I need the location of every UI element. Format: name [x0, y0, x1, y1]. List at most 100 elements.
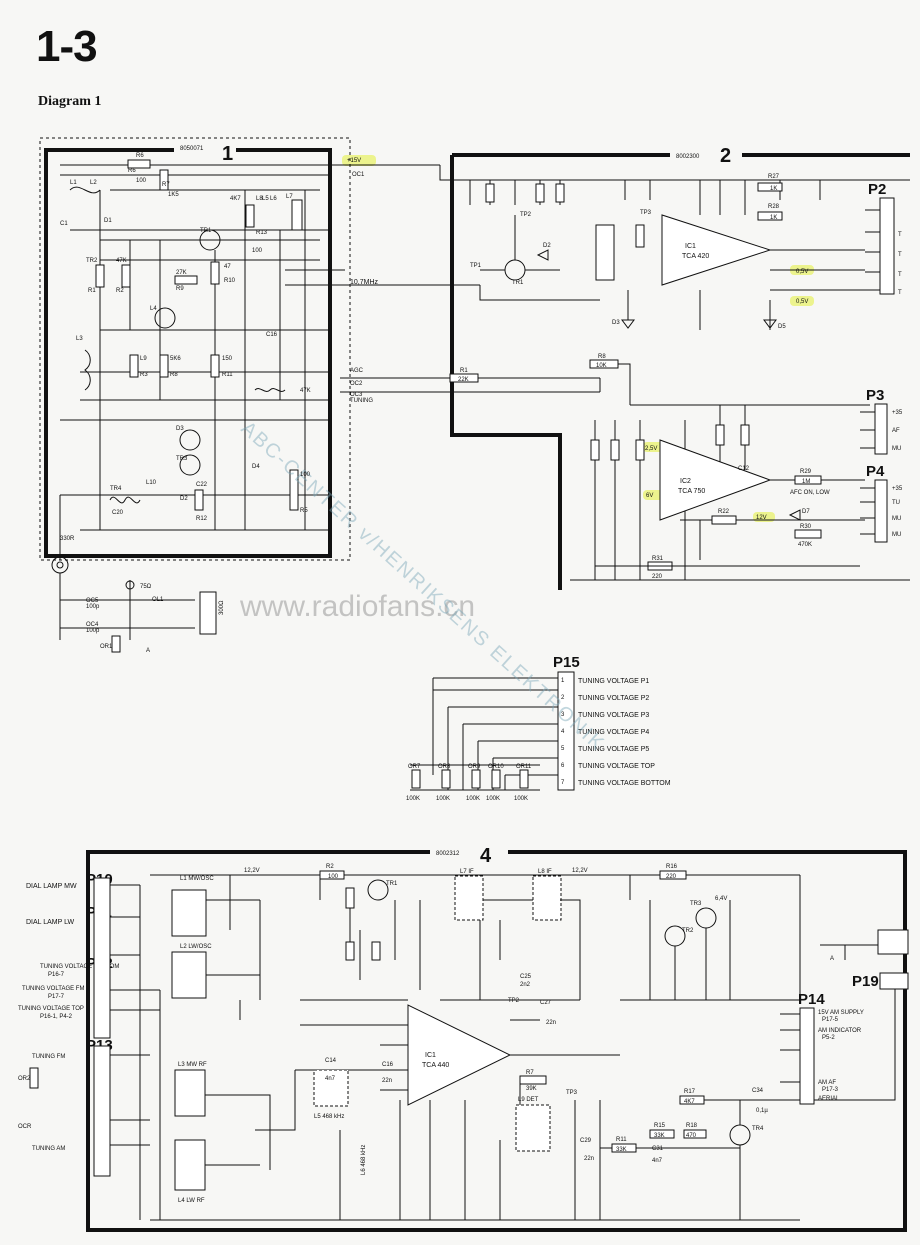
coil-l3-mw-rf: [174, 1069, 206, 1117]
p14-label-2: P17-5: [822, 1017, 839, 1023]
coil-l9-det: [515, 1104, 551, 1152]
d7-label: D7: [802, 509, 810, 515]
r8-value: 10K: [596, 363, 607, 369]
page-number: 1-3: [36, 22, 98, 71]
r16-value: 220: [666, 874, 677, 880]
transistor-tr1: [199, 229, 221, 251]
p2-pin: T: [898, 290, 902, 296]
r2-label: R2: [326, 864, 334, 870]
board-1-part-label: C1: [60, 221, 68, 227]
oc3-label: OC3: [350, 392, 363, 398]
resistor-r22: [711, 515, 737, 525]
tr1-label: TR1: [512, 280, 524, 286]
p15-pin-number: 5: [561, 746, 565, 752]
resistor-r7: [519, 1075, 547, 1085]
board-1-part-label: 47K: [116, 258, 127, 264]
p14-label-5: AM AF: [818, 1080, 836, 1086]
ol1-label: OL1: [152, 597, 164, 603]
highlight-supply: [342, 155, 376, 166]
tr1-label: TR1: [386, 881, 398, 887]
p15-pin-label: TUNING VOLTAGE P4: [578, 729, 649, 736]
board-1-part-label: D4: [252, 464, 260, 470]
resistor-r4: [485, 183, 495, 203]
r2-value: 100: [328, 874, 339, 880]
board-1-part-label: R10: [224, 278, 236, 284]
connector-p2: P2 T T T T: [865, 181, 902, 296]
resistor-or11: [519, 769, 529, 789]
board-2-code: 8002300: [676, 154, 700, 160]
p15-pin-label: TUNING VOLTAGE TOP: [578, 763, 655, 770]
resistor-r21: [715, 424, 725, 446]
board-1-part-label: TR3: [176, 456, 188, 462]
p15-pin-label: TUNING VOLTAGE P5: [578, 746, 649, 753]
resistor-r4: [345, 941, 355, 961]
afc-label: AFC ON, LOW: [790, 490, 830, 496]
resistor-r3: [345, 887, 355, 909]
p15-pin-number: 3: [561, 712, 565, 718]
tr4-label: TR4: [752, 1126, 764, 1132]
board-1-part-label: D2: [180, 496, 188, 502]
oc4-value: 100p: [86, 628, 100, 634]
p19-label: P19: [852, 973, 879, 990]
board-1-code: 8050071: [180, 146, 204, 152]
inductor-l3: [84, 349, 91, 391]
resistor-or10: [491, 769, 501, 789]
r11-value: 33K: [616, 1147, 627, 1153]
c31-label: C31: [652, 1146, 664, 1152]
board-1-part-label: 4K7: [230, 196, 241, 202]
p15-pin-label: TUNING VOLTAGE P3: [578, 712, 649, 719]
p15-pin-label: TUNING VOLTAGE BOTTOM: [578, 780, 671, 787]
ohm75-label: 75Ω: [140, 584, 152, 590]
resistor-r18: [683, 1129, 707, 1139]
l6-label: L6 468 kHz: [361, 1145, 367, 1175]
ic1-label: IC1: [425, 1052, 436, 1059]
p4-body: [874, 479, 888, 543]
transistor-tr3: [695, 907, 717, 929]
if-frequency: 10,7MHz: [350, 279, 379, 286]
resistor-or2: [29, 1067, 39, 1089]
p3-pin: MU: [892, 446, 901, 452]
ic1-label: IC1: [685, 243, 696, 250]
diode-d5: [763, 319, 777, 329]
d5-label: D5: [778, 324, 786, 330]
transistor-tr1: [367, 879, 389, 901]
inductor-l9: [254, 388, 286, 392]
r30-label: R30: [800, 524, 812, 530]
r7-label: R7: [526, 1070, 534, 1076]
resistor-r12: [194, 489, 204, 511]
board-4: 8002312 4: [86, 845, 907, 1232]
board-1-part-label: C20: [112, 510, 124, 516]
l4-label: L4 LW RF: [178, 1198, 205, 1204]
p13-body: [93, 1045, 111, 1177]
inductor-l8: [291, 199, 303, 231]
r27-label: R27: [768, 174, 780, 180]
connector-p19: P19 A: [820, 929, 909, 990]
resistor-r13: [245, 204, 255, 228]
p14-label-6: P17-3: [822, 1087, 839, 1093]
aerial-point-a: A: [830, 956, 834, 962]
p4-label: P4: [866, 463, 885, 480]
watermark: www.radiofans.cn: [239, 590, 475, 623]
resistor-r17: [679, 1095, 705, 1105]
resistor-r1: [449, 373, 479, 383]
v64: 6,4V: [715, 896, 727, 902]
tv-top-label: TUNING VOLTAGE TOP: [18, 1006, 84, 1012]
v122: 12,2V: [244, 868, 260, 874]
board-1-part-label: R13: [256, 230, 268, 236]
or1-label: OR1: [100, 644, 113, 650]
p15-pin-number: 2: [561, 695, 565, 701]
resistor-r13: [635, 224, 645, 248]
c27-value: 22n: [546, 1020, 556, 1026]
r15-label: R15: [654, 1123, 666, 1129]
board-1-part-label: L8: [256, 196, 263, 202]
board-1-part-label: 27K: [176, 270, 187, 276]
c27-label: C27: [540, 1000, 552, 1006]
r31-label: R31: [652, 556, 664, 562]
diode-d3: [621, 319, 635, 329]
p3-label: P3: [866, 387, 884, 404]
c14-value: 4n7: [325, 1076, 336, 1082]
p15-resistor-value: 100K: [514, 796, 528, 802]
r1-value: 22K: [458, 377, 469, 383]
p14-label: P14: [798, 991, 825, 1008]
